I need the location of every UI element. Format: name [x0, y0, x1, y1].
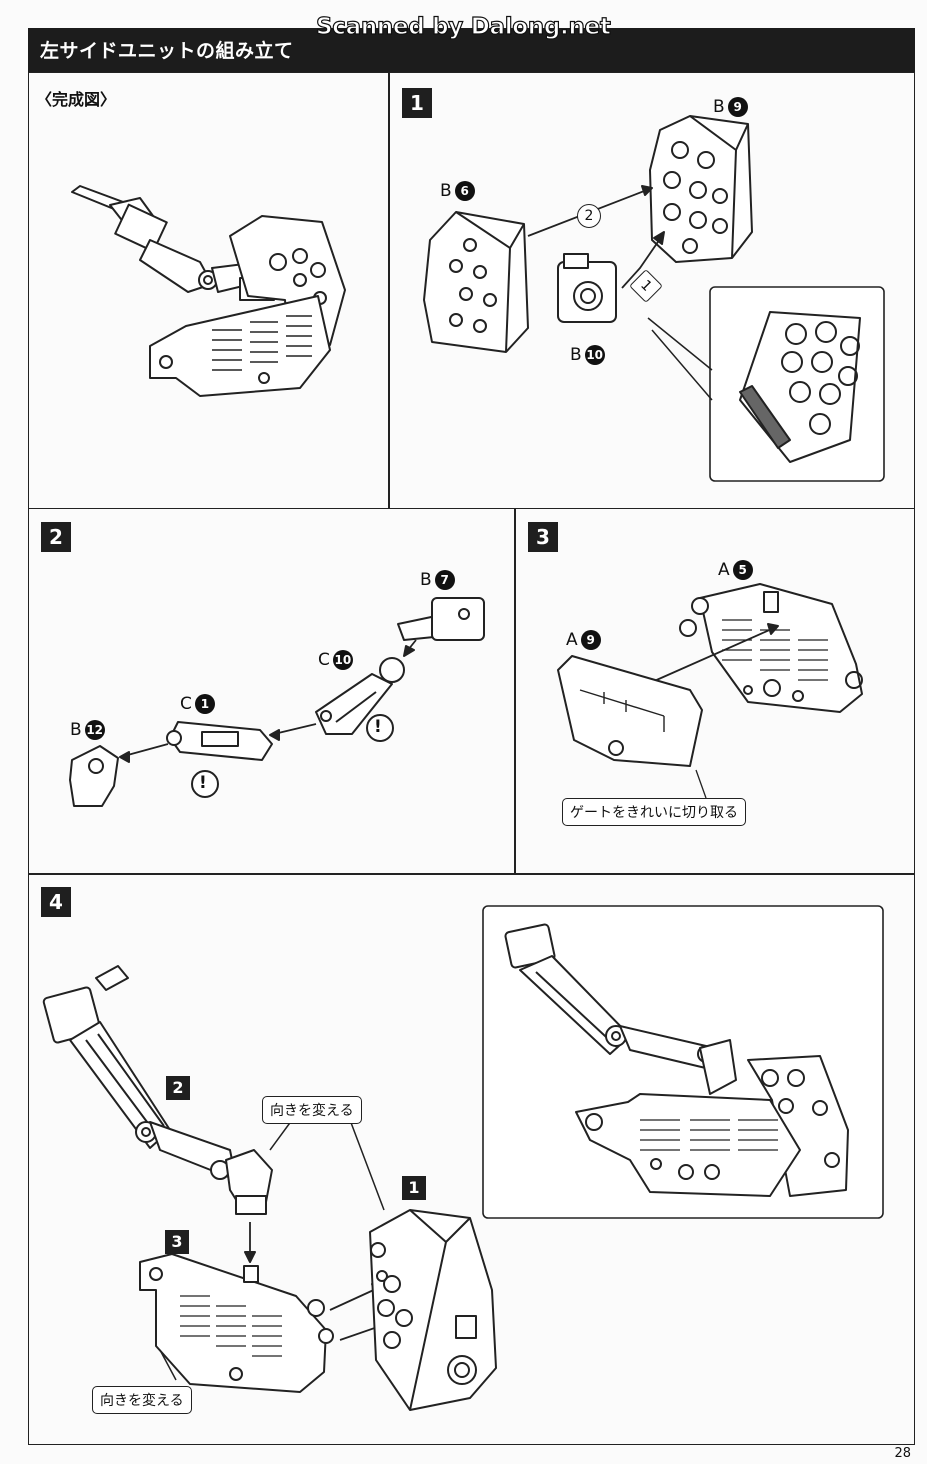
section-title: 左サイドユニットの組み立て: [40, 40, 294, 62]
step-number-3: 3: [528, 522, 558, 552]
rotate-note: 向きを変える: [262, 1096, 362, 1124]
panel-step-2: [28, 508, 516, 875]
section-header: [28, 28, 915, 72]
step-number-4: 4: [41, 887, 71, 917]
step4-drawing: [42, 905, 884, 1411]
step1-drawing: [423, 115, 885, 482]
step2-drawing: [69, 597, 485, 807]
panel-step-4: [28, 873, 915, 1445]
panel-step-3: [514, 508, 915, 875]
substep-number-1: 1: [402, 1176, 426, 1200]
complete-label: 〈完成図〉: [36, 90, 117, 109]
order-marker-2: 2: [577, 204, 601, 228]
caution-mark: !: [199, 773, 207, 793]
complete-unit-drawing: [71, 185, 346, 397]
page-number: 28: [894, 1446, 911, 1461]
step-number-2: 2: [41, 522, 71, 552]
step3-drawing: [557, 583, 863, 799]
scan-watermark: Scanned by Dalong.net: [315, 13, 611, 40]
substep-number-2: 2: [166, 1076, 190, 1100]
caution-mark: !: [374, 717, 382, 737]
step-number-1: 1: [402, 88, 432, 118]
substep-number-3: 3: [165, 1230, 189, 1254]
rotate-note: 向きを変える: [92, 1386, 192, 1414]
gate-removal-note: ゲートをきれいに切り取る: [562, 798, 746, 826]
